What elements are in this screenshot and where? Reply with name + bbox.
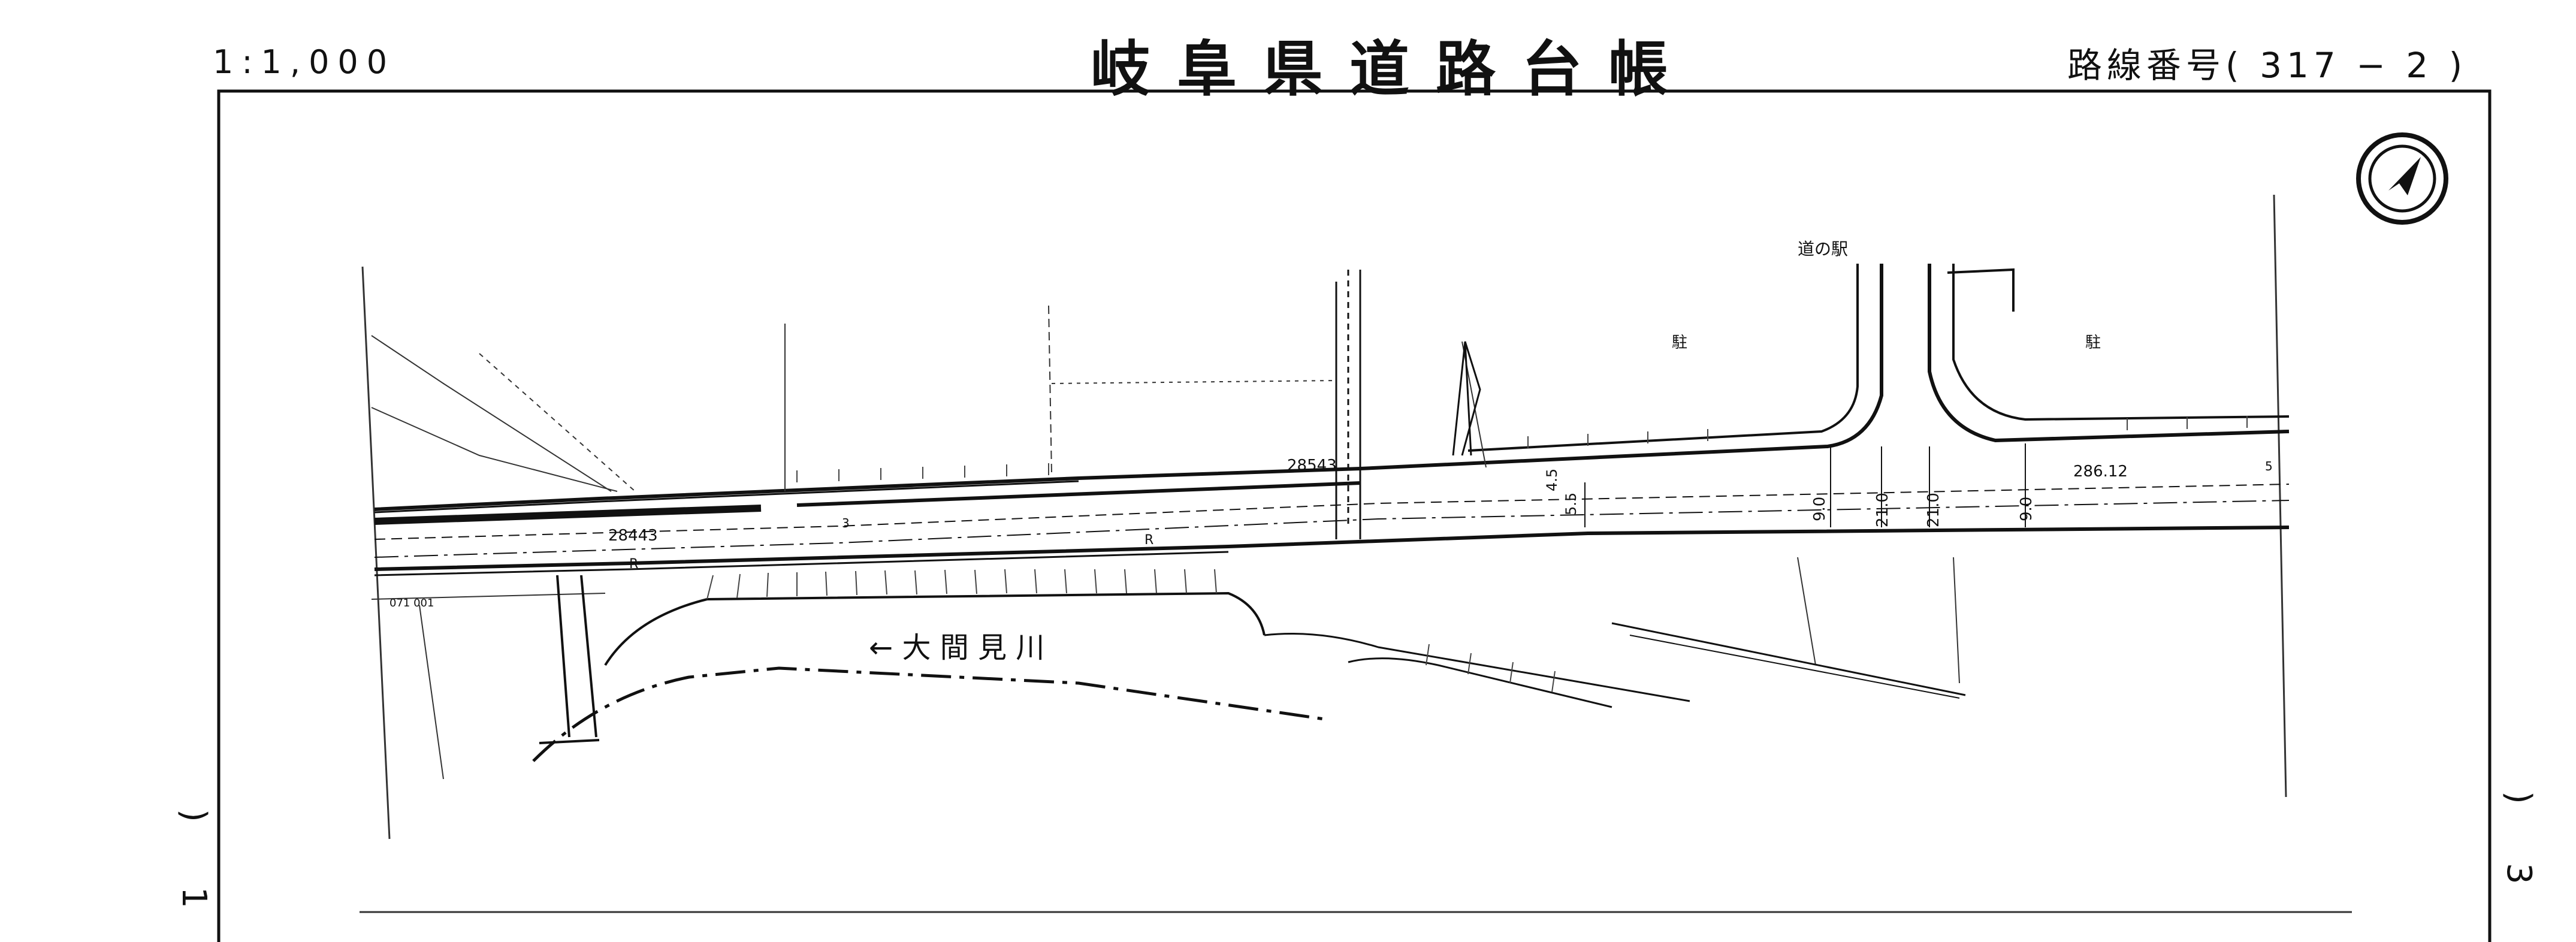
- tower-symbol: [1452, 341, 1481, 456]
- right-margin-paren: ): [2499, 791, 2538, 804]
- parking-label: 駐: [2085, 334, 2101, 352]
- dimension-label: 5.5: [1563, 493, 1580, 515]
- dimension-label: 9.0: [2018, 497, 2036, 521]
- right-margin-number: 3: [2499, 863, 2538, 884]
- dimension-label: 4.5: [1544, 469, 1560, 491]
- station-label: 28543: [1287, 457, 1337, 475]
- river-label: ← 大 間 見 川: [869, 631, 1044, 665]
- lane-number: 3: [842, 516, 850, 530]
- km-marker: 071 001: [389, 597, 434, 609]
- map-frame: [217, 89, 2492, 942]
- michi-no-eki-label: 道の駅: [1798, 239, 1848, 259]
- main-road: [374, 264, 2290, 576]
- map-scale: 1:1,000: [213, 43, 396, 81]
- dimension-label: 21.0: [1925, 493, 1943, 527]
- station-label: 28443: [608, 527, 658, 545]
- route-number: 路線番号( 317 − 2 ): [2067, 45, 2468, 86]
- radius-marker: R: [1144, 533, 1153, 548]
- lane-number: 5: [2265, 459, 2273, 473]
- dimension-label: 9.0: [1811, 497, 1829, 521]
- north-arrow-icon: [2356, 132, 2448, 225]
- left-margin-paren: ): [174, 809, 213, 822]
- parking-label: 駐: [1672, 334, 1687, 352]
- river: [532, 591, 1966, 762]
- dimension-label: 21.0: [1874, 493, 1892, 527]
- radius-marker: R: [629, 557, 638, 572]
- revetment-hatching: [706, 569, 1556, 693]
- station-label: 286.12: [2073, 463, 2128, 481]
- left-margin-number: 1: [174, 887, 213, 908]
